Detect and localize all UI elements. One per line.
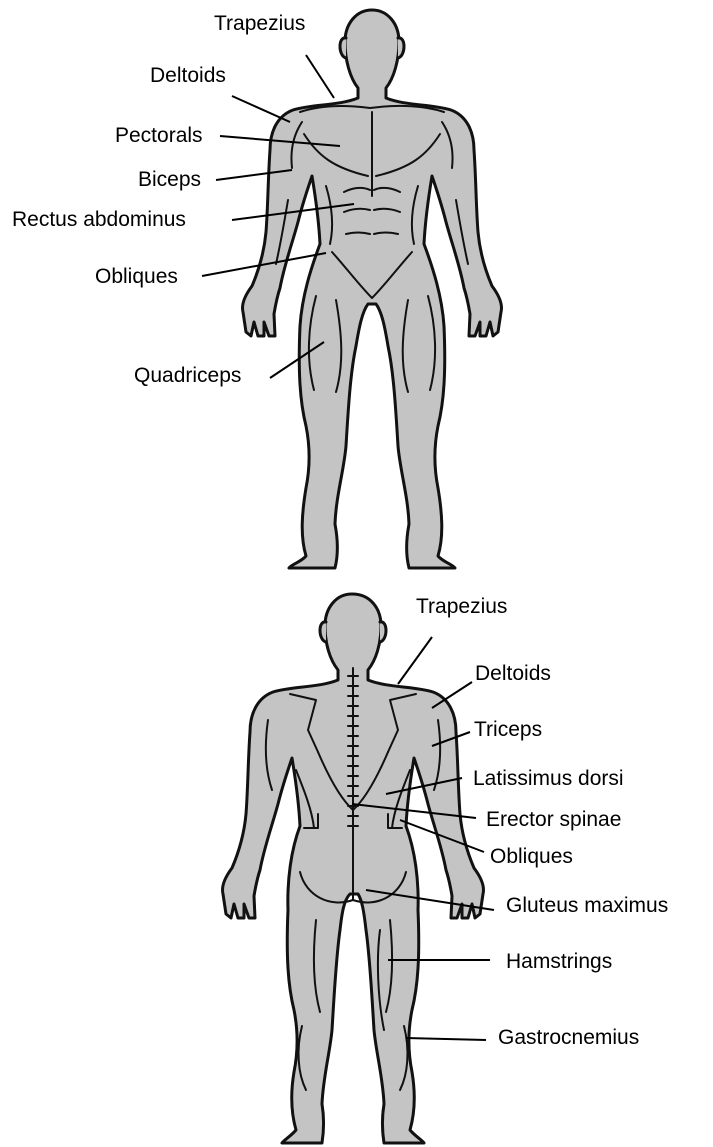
front-deltoids-label: Deltoids bbox=[150, 64, 226, 87]
front-obliques-label: Obliques bbox=[95, 265, 178, 288]
front-biceps-label: Biceps bbox=[138, 168, 201, 191]
back-right-ear bbox=[380, 622, 386, 642]
front-body-silhouette bbox=[243, 10, 502, 568]
back-latissimus-dorsi-label: Latissimus dorsi bbox=[473, 767, 624, 790]
front-trapezius-leader bbox=[306, 55, 334, 98]
back-obliques-label: Obliques bbox=[490, 845, 573, 868]
back-trapezius-leader bbox=[398, 637, 432, 684]
front-right-ear bbox=[398, 38, 404, 58]
front-pectorals-label: Pectorals bbox=[115, 124, 203, 147]
back-deltoids-label: Deltoids bbox=[475, 662, 551, 685]
back-triceps-label: Triceps bbox=[474, 718, 542, 741]
back-gastrocnemius-leader bbox=[406, 1038, 486, 1040]
front-deltoids-leader bbox=[232, 96, 290, 122]
front-quadriceps-label: Quadriceps bbox=[134, 364, 241, 387]
back-gastrocnemius-label: Gastrocnemius bbox=[498, 1026, 639, 1049]
back-figure bbox=[223, 594, 484, 1143]
back-gluteus-maximus-label: Gluteus maximus bbox=[506, 894, 668, 917]
front-trapezius-label: Trapezius bbox=[214, 12, 305, 35]
front-rectus-abdominus-label: Rectus abdominus bbox=[12, 208, 186, 231]
front-left-ear bbox=[340, 38, 346, 58]
back-hamstrings-label: Hamstrings bbox=[506, 950, 612, 973]
front-figure bbox=[243, 10, 502, 568]
back-left-ear bbox=[320, 622, 326, 642]
back-erector-spinae-label: Erector spinae bbox=[486, 808, 621, 831]
back-trapezius-label: Trapezius bbox=[416, 595, 507, 618]
